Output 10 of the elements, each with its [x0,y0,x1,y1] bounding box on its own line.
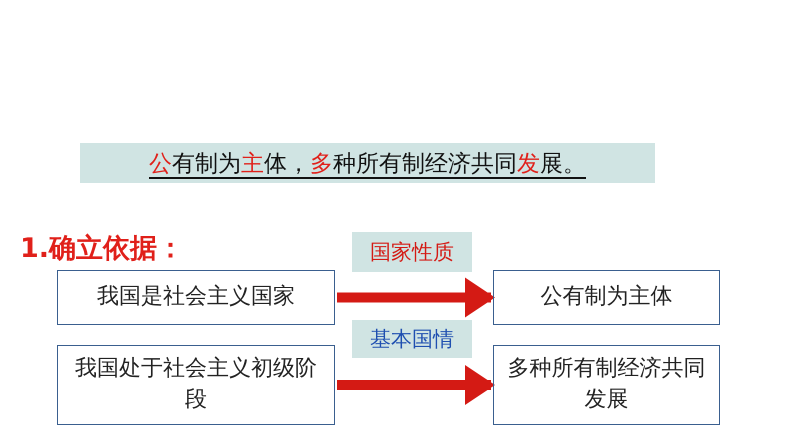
section-heading: 1.确立依据： [20,232,184,266]
text-box: 公有制为主体 [493,270,720,325]
banner-box: 公有制为主体，多种所有制经济共同发展。 [80,143,655,183]
text-box: 我国是社会主义国家 [57,270,335,325]
edge-label: 国家性质 [352,232,472,272]
text-box: 我国处于社会主义初级阶段 [57,345,335,425]
text-box: 多种所有制经济共同发展 [493,345,720,425]
edge-label: 基本国情 [352,320,472,358]
arrow [337,365,495,405]
arrow [337,278,495,318]
